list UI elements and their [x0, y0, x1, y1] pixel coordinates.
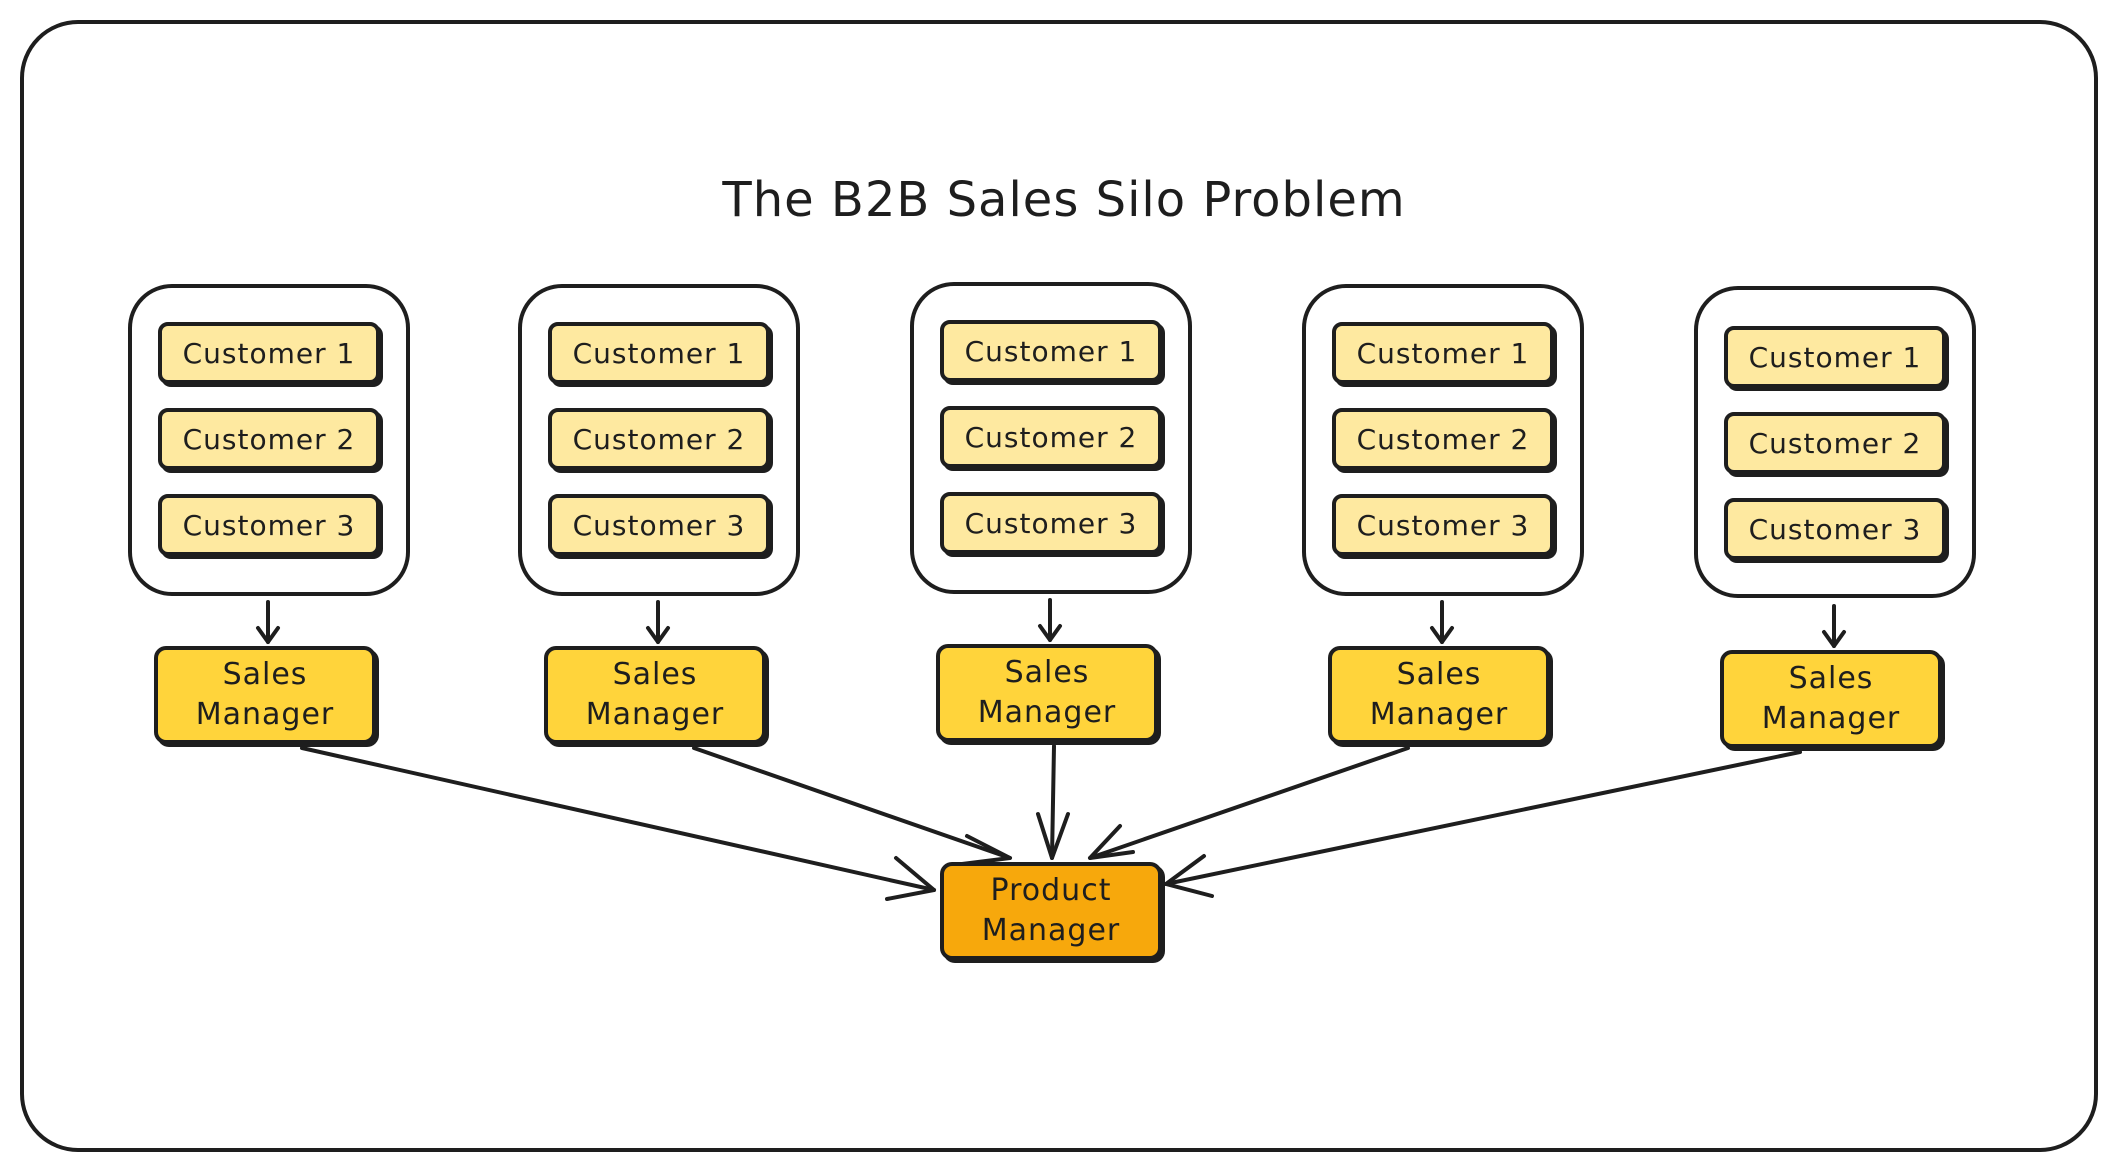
customer-box: Customer 1 — [158, 322, 380, 384]
customer-box: Customer 3 — [158, 494, 380, 556]
customer-box: Customer 2 — [940, 406, 1162, 468]
customer-box: Customer 1 — [1332, 322, 1554, 384]
diagram-title: The B2B Sales Silo Problem — [722, 172, 1406, 228]
sales-manager-3: Sales Manager — [936, 644, 1158, 742]
customer-box: Customer 2 — [158, 408, 380, 470]
sales-manager-4: Sales Manager — [1328, 646, 1550, 744]
sales-manager-5: Sales Manager — [1720, 650, 1942, 748]
sales-manager-1: Sales Manager — [154, 646, 376, 744]
customer-box: Customer 3 — [940, 492, 1162, 554]
customer-box: Customer 3 — [1332, 494, 1554, 556]
customer-box: Customer 3 — [1724, 498, 1946, 560]
product-manager: Product Manager — [940, 862, 1162, 960]
customer-box: Customer 1 — [1724, 326, 1946, 388]
customer-box: Customer 1 — [548, 322, 770, 384]
customer-box: Customer 3 — [548, 494, 770, 556]
sales-manager-2: Sales Manager — [544, 646, 766, 744]
customer-box: Customer 2 — [1332, 408, 1554, 470]
customer-box: Customer 2 — [1724, 412, 1946, 474]
customer-box: Customer 2 — [548, 408, 770, 470]
customer-box: Customer 1 — [940, 320, 1162, 382]
